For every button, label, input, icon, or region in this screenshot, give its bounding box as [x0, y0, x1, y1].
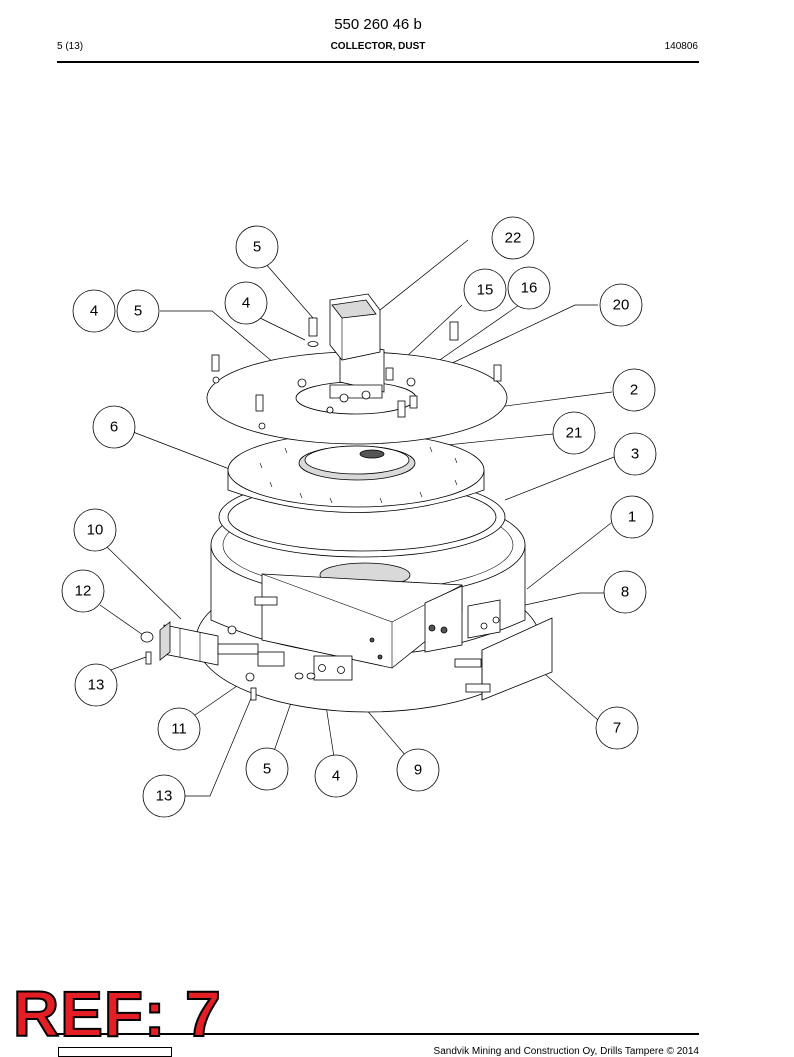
- svg-text:5: 5: [134, 303, 142, 320]
- side-bracket: [254, 573, 463, 669]
- svg-text:4: 4: [242, 295, 250, 312]
- svg-text:3: 3: [631, 446, 639, 463]
- lower-disc: [227, 432, 485, 513]
- svg-text:2: 2: [630, 382, 638, 399]
- svg-text:12: 12: [75, 583, 92, 600]
- svg-text:5: 5: [253, 239, 261, 256]
- callout-4: 4: [314, 754, 358, 798]
- svg-text:11: 11: [171, 721, 187, 738]
- svg-text:15: 15: [477, 282, 494, 299]
- callout-6: 6: [92, 405, 136, 449]
- callout-12: 12: [61, 569, 105, 613]
- callout-22: 22: [491, 216, 535, 260]
- svg-text:9: 9: [414, 762, 422, 779]
- footer-rule: [57, 1033, 699, 1035]
- callout-20: 20: [599, 283, 643, 327]
- bolts: [211, 317, 502, 418]
- callout-7: 7: [595, 706, 639, 750]
- callout-15: 15: [463, 268, 507, 312]
- callout-5: 5: [235, 225, 279, 269]
- pneumatic-cylinder: [140, 621, 285, 701]
- callout-13: 13: [142, 774, 186, 818]
- callout-4: 4: [224, 281, 268, 325]
- callout-3: 3: [613, 432, 657, 476]
- svg-text:10: 10: [87, 522, 104, 539]
- svg-text:5: 5: [263, 761, 271, 778]
- drive-motor: [329, 293, 385, 403]
- footer-copyright: Sandvik Mining and Construction Oy, Dril…: [433, 1046, 699, 1057]
- svg-text:1: 1: [628, 509, 636, 526]
- callout-11: 11: [157, 707, 201, 751]
- svg-text:4: 4: [90, 303, 98, 320]
- callout-8: 8: [603, 570, 647, 614]
- callout-5: 5: [116, 289, 160, 333]
- svg-text:16: 16: [521, 280, 538, 297]
- svg-text:7: 7: [613, 720, 621, 737]
- callout-21: 21: [552, 411, 596, 455]
- document-date: 140806: [664, 41, 698, 52]
- svg-text:22: 22: [505, 230, 522, 247]
- document-number: 550 260 46 b: [334, 16, 422, 33]
- svg-text:21: 21: [566, 425, 583, 442]
- callout-9: 9: [396, 748, 440, 792]
- document-title: COLLECTOR, DUST: [330, 41, 426, 52]
- reference-stamp: REF: 7: [12, 978, 222, 1050]
- header-rule: [57, 61, 699, 63]
- callout-10: 10: [73, 508, 117, 552]
- svg-text:4: 4: [332, 768, 340, 785]
- hatch-assembly: [454, 599, 553, 701]
- svg-text:13: 13: [88, 677, 105, 694]
- callout-13: 13: [74, 663, 118, 707]
- svg-text:8: 8: [621, 584, 629, 601]
- svg-text:6: 6: [110, 419, 118, 436]
- callout-5: 5: [245, 747, 289, 791]
- page-number: 5 (13): [57, 41, 84, 52]
- callout-1: 1: [610, 495, 654, 539]
- hinge-parts: [294, 655, 353, 681]
- callout-16: 16: [507, 266, 551, 310]
- callout-2: 2: [612, 368, 656, 412]
- callout-4: 4: [72, 289, 116, 333]
- svg-text:20: 20: [613, 297, 630, 314]
- svg-text:13: 13: [156, 788, 173, 805]
